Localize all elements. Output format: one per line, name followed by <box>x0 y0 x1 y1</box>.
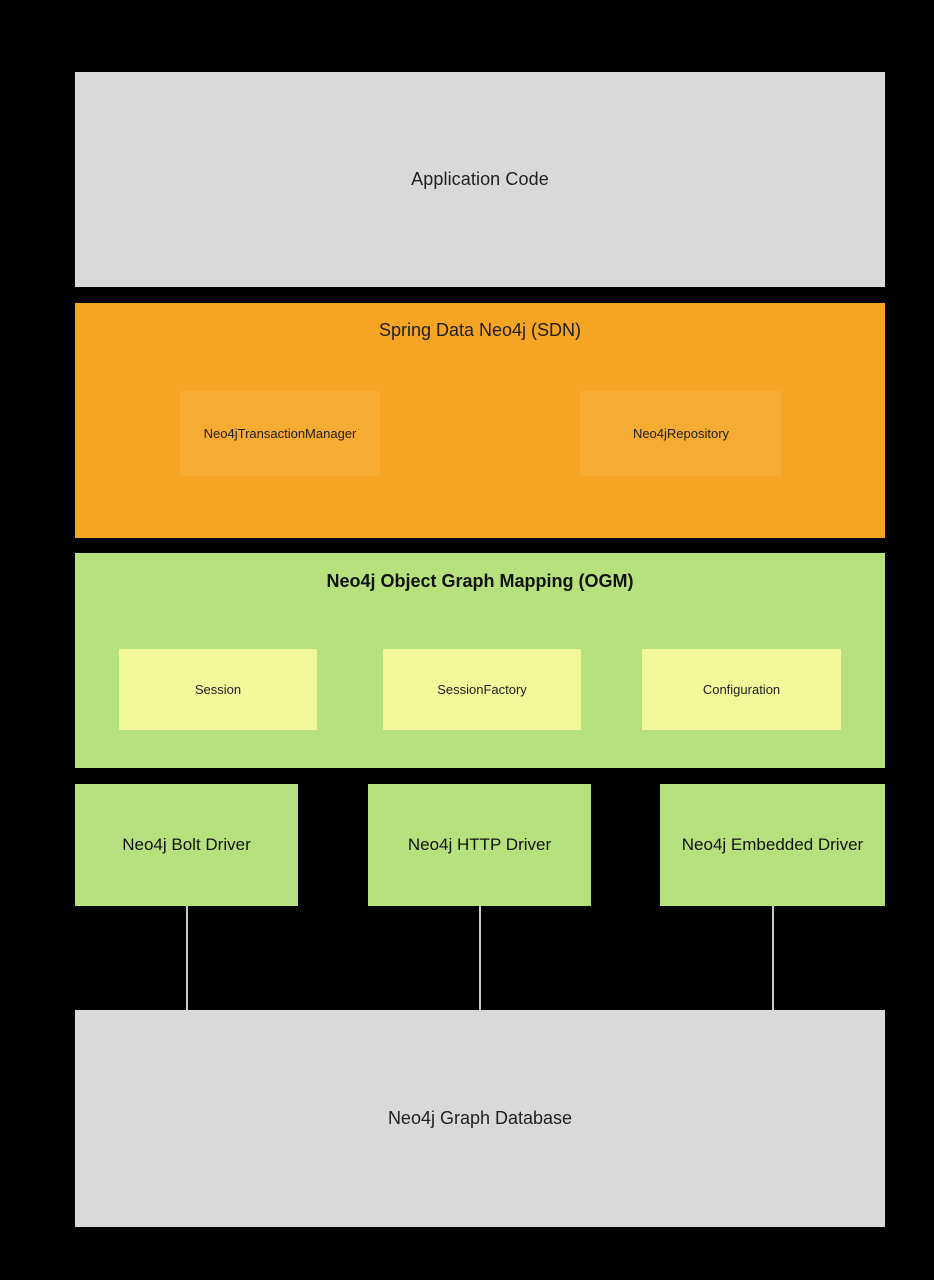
layer-spring-data-neo4j: Spring Data Neo4j (SDN) Neo4jTransaction… <box>75 303 885 538</box>
driver-http: Neo4j HTTP Driver <box>368 784 591 906</box>
driver-label: Neo4j Bolt Driver <box>122 835 251 854</box>
connector-http-to-database <box>479 906 481 1010</box>
driver-bolt: Neo4j Bolt Driver <box>75 784 298 906</box>
connector-embedded-to-database <box>772 906 774 1010</box>
sdn-component-repository: Neo4jRepository <box>580 391 782 476</box>
layer-neo4j-graph-database: Neo4j Graph Database <box>75 1010 885 1227</box>
driver-label: Neo4j HTTP Driver <box>407 835 552 854</box>
layer-neo4j-ogm: Neo4j Object Graph Mapping (OGM) Session… <box>75 553 885 768</box>
driver-embedded: Neo4j Embedded Driver <box>660 784 885 906</box>
sdn-component-label: Neo4jTransactionManager <box>203 426 357 441</box>
ogm-component-label: Configuration <box>702 682 781 697</box>
ogm-title: Neo4j Object Graph Mapping (OGM) <box>326 571 634 591</box>
driver-label: Neo4j Embedded Driver <box>681 835 864 854</box>
database-label: Neo4j Graph Database <box>387 1108 573 1128</box>
ogm-component-label: Session <box>194 682 242 697</box>
ogm-component-session: Session <box>119 649 317 730</box>
sdn-title: Spring Data Neo4j (SDN) <box>378 320 582 340</box>
ogm-component-configuration: Configuration <box>642 649 841 730</box>
connector-bolt-to-database <box>186 906 188 1010</box>
sdn-component-transaction-manager: Neo4jTransactionManager <box>180 391 380 476</box>
ogm-component-label: SessionFactory <box>437 682 527 697</box>
application-code-label: Application Code <box>411 169 549 189</box>
ogm-component-session-factory: SessionFactory <box>383 649 581 730</box>
layer-application-code: Application Code <box>75 72 885 287</box>
sdn-component-label: Neo4jRepository <box>632 426 730 441</box>
